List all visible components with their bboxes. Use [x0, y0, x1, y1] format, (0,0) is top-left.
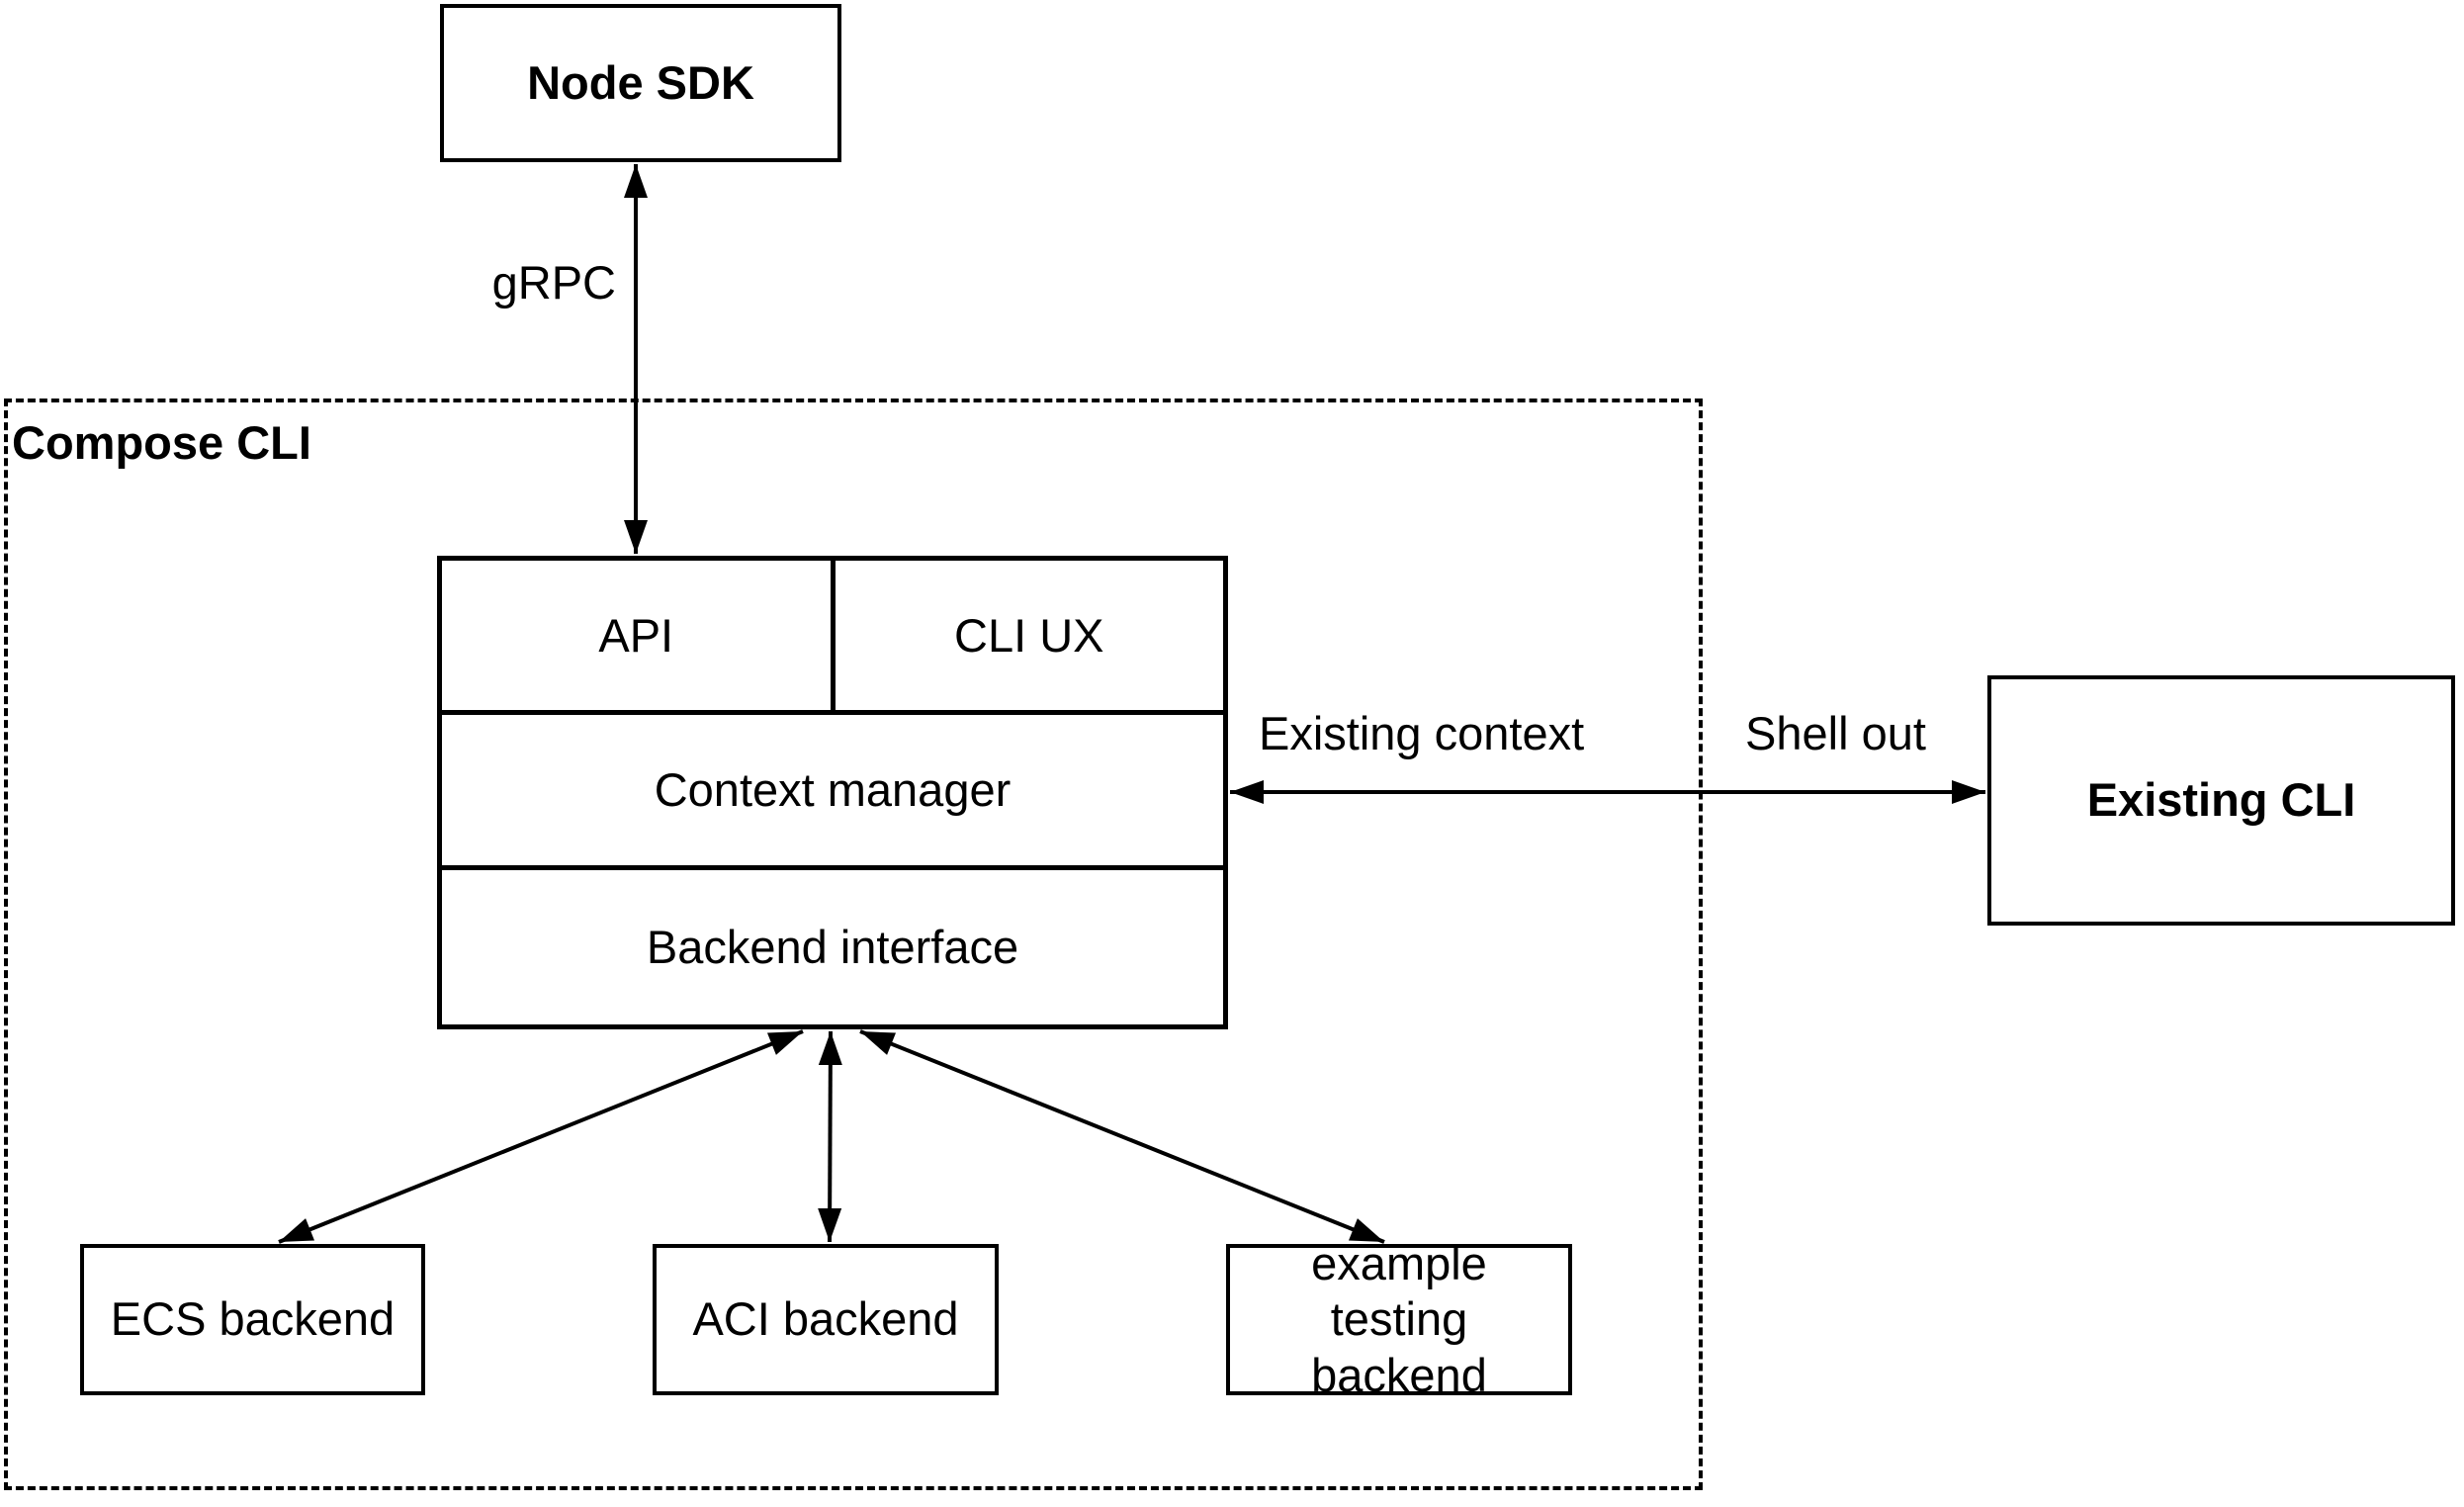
cli-ux-cell: CLI UX: [954, 609, 1104, 663]
context-manager-cell: Context manager: [654, 763, 1012, 817]
compose-cli-label: Compose CLI: [12, 416, 311, 469]
compose-cli-container: [4, 399, 1703, 1490]
shell-out-edge-label: Shell out: [1745, 706, 1926, 760]
api-cell: API: [442, 561, 836, 711]
node-sdk-box: Node SDK: [440, 4, 841, 162]
existing-context-edge-label: Existing context: [1259, 706, 1585, 760]
backend-interface-row: Backend interface: [442, 870, 1223, 1024]
backend-interface-cell: Backend interface: [646, 921, 1019, 974]
ecs-backend-box: ECS backend: [80, 1244, 425, 1395]
top-row: API CLI UX: [442, 561, 1223, 716]
example-testing-backend-box: example testing backend: [1226, 1237, 1572, 1401]
existing-cli-box: Existing CLI: [1987, 675, 2455, 926]
compose-cli-core-box: API CLI UX Context manager Backend inter…: [437, 556, 1228, 1029]
aci-backend-box: ACI backend: [653, 1244, 999, 1395]
grpc-edge-label: gRPC: [418, 255, 616, 310]
context-manager-row: Context manager: [442, 715, 1223, 870]
